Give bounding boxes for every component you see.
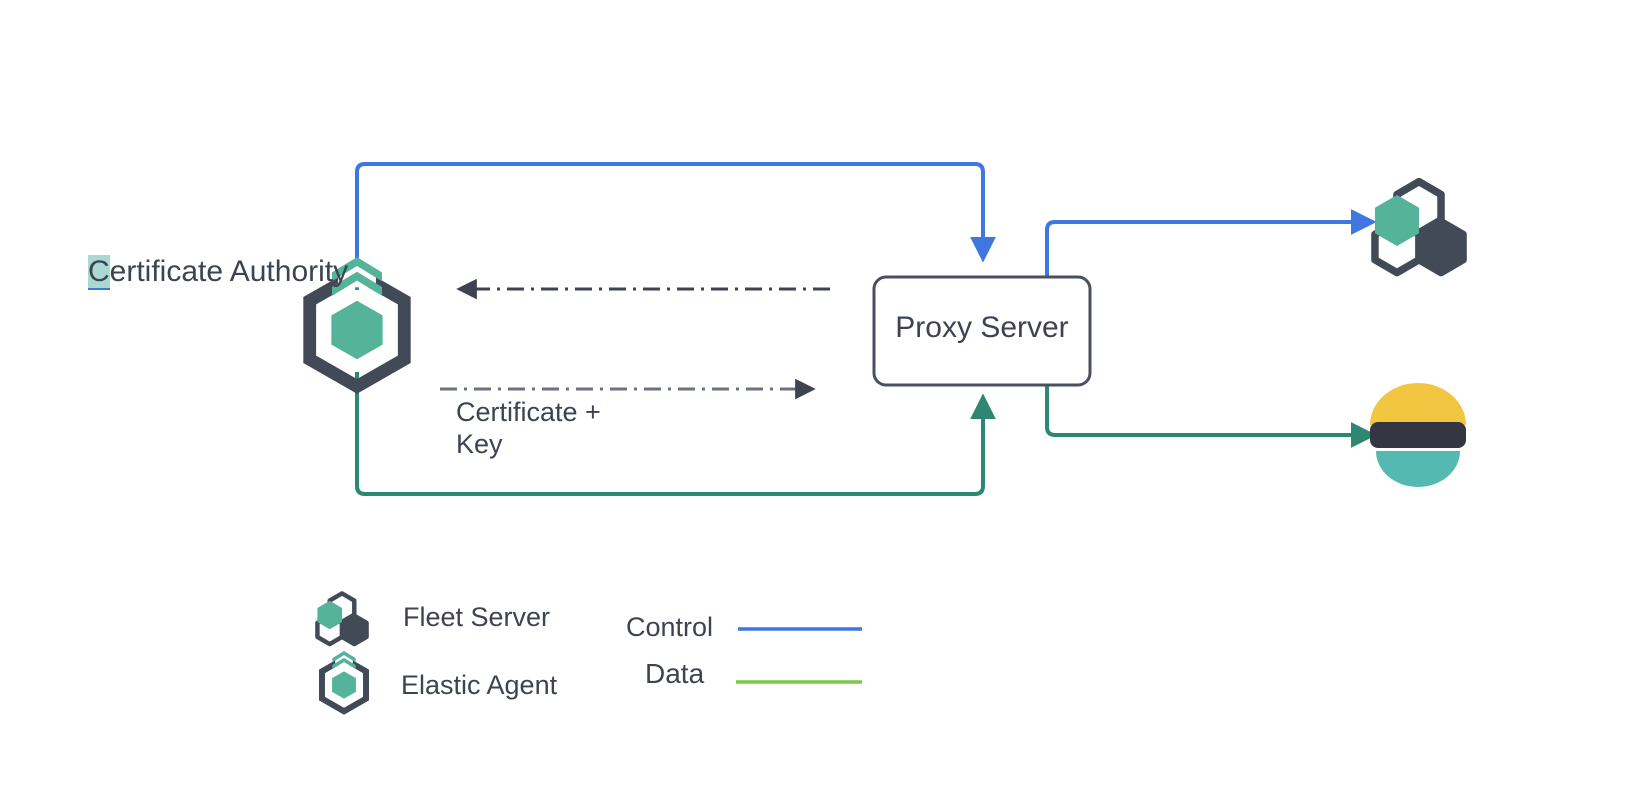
elastic-agent-icon [303,257,411,394]
elasticsearch-icon [1370,383,1466,487]
edge-control-proxy-to-fleet [1045,209,1377,330]
legend-fleet-server-icon [315,591,369,647]
legend-line-label-control: Control [626,612,714,642]
certificate-key-line1: Certificate + [456,397,601,427]
proxy-server-label: Proxy Server [895,311,1069,344]
certificate-key-line2: Key [456,428,503,459]
certificate-key-edge-label: Certificate +Key [456,397,601,461]
fleet-server-icon [1371,177,1467,277]
certificate-authority-rest: ertificate Authority [109,255,349,288]
edge-control-agent-to-proxy [355,162,996,290]
legend-item-label-fleet-server: Fleet Server [403,602,551,632]
edge-data-agent-to-proxy [355,372,996,496]
legend-line-label-data: Data [645,658,705,689]
edge-data-proxy-to-elasticsearch [1045,330,1377,448]
certificate-authority-selected-char: C [88,255,110,290]
node-proxy-server[interactable] [872,275,1092,387]
certificate-authority-label: Certificate Authority [88,254,349,290]
legend-item-label-elastic-agent: Elastic Agent [401,670,558,700]
legend-elastic-agent-icon [319,651,369,715]
